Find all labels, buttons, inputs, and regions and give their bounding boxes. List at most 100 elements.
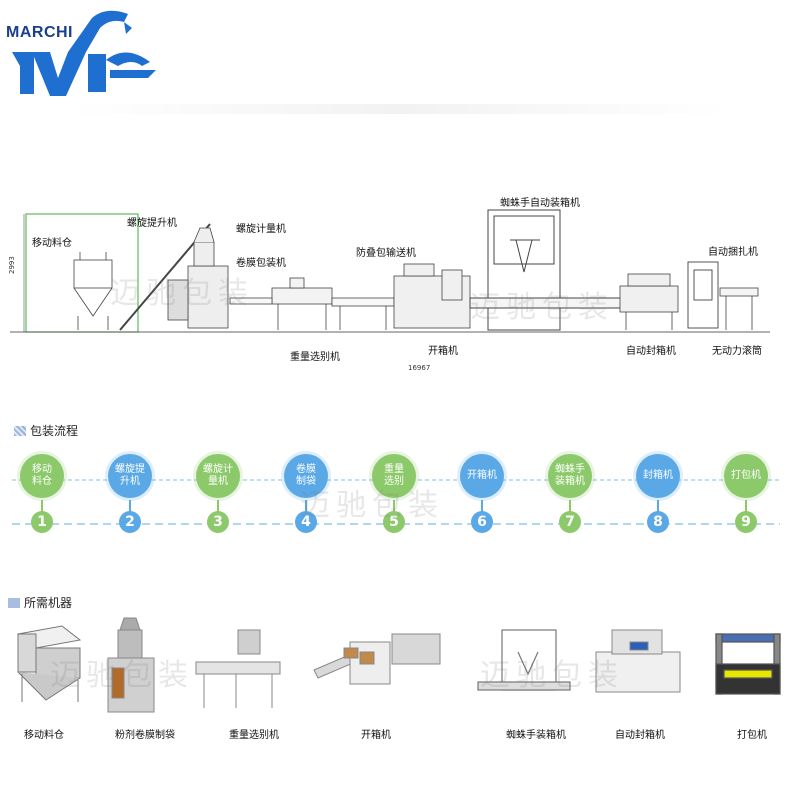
process-step-number-text: 1 (37, 514, 47, 530)
section-marker-icon (14, 425, 26, 436)
process-step-number-text: 4 (301, 514, 311, 530)
watermark: 迈驰包装 (110, 276, 254, 311)
process-step-stem (657, 500, 659, 512)
process-step-number-text: 3 (213, 514, 223, 530)
process-step-number: 4 (295, 511, 317, 533)
machine-photo-auto-sealer (595, 629, 681, 693)
label-spider-packer: 蜘蛛手自动装箱机 (500, 198, 580, 209)
machine-photo-film-packer (107, 617, 155, 713)
process-step-label-line: 蜘蛛手 (555, 464, 585, 475)
process-step-number: 2 (119, 511, 141, 533)
process-step-stem (393, 500, 395, 512)
process-step-number: 7 (559, 511, 581, 533)
label-anti-stack-conveyor: 防叠包输送机 (356, 248, 416, 259)
process-step-number: 9 (735, 511, 757, 533)
machine-label: 重量选别机 (229, 730, 279, 741)
watermark: 迈驰包装 (470, 290, 614, 325)
mobile-bin-drawing (73, 252, 113, 330)
banner-strip (70, 104, 730, 114)
process-step-stem (745, 500, 747, 512)
label-box-opener: 开箱机 (428, 346, 458, 357)
process-step-circle: 封箱机 (636, 454, 680, 498)
machine-photo-weight-sorter (195, 629, 281, 708)
process-step-stem (41, 500, 43, 512)
brand-name: MARCHI (6, 24, 73, 41)
process-step-label-line: 选别 (384, 476, 404, 487)
process-step-number-text: 6 (477, 514, 487, 530)
machine-photo-box-opener (313, 633, 441, 685)
length-dimension: 16967 (408, 364, 431, 372)
process-step-number-text: 7 (565, 514, 575, 530)
process-step-number: 8 (647, 511, 669, 533)
process-step-label-line: 螺旋提 (115, 464, 145, 475)
process-step-circle: 螺旋提升机 (108, 454, 152, 498)
weight-sorter-drawing (271, 277, 333, 330)
process-step-stem (305, 500, 307, 512)
machine-photos (16, 617, 781, 713)
machine-label: 移动料仓 (24, 730, 64, 741)
process-step-number: 6 (471, 511, 493, 533)
process-step-label: 封箱机 (639, 470, 677, 482)
label-screw-meter: 螺旋计量机 (236, 224, 286, 235)
process-step-label: 移动料仓 (23, 464, 61, 488)
label-screw-elevator: 螺旋提升机 (127, 218, 177, 229)
process-step-label: 蜘蛛手装箱机 (551, 464, 589, 488)
label-mobile-bin: 移动料仓 (32, 238, 72, 249)
label-weight-sorter: 重量选别机 (290, 352, 340, 363)
process-step-label-line: 重量 (384, 464, 404, 475)
label-auto-strapper: 自动捆扎机 (708, 247, 758, 258)
process-step-label-line: 打包机 (731, 470, 761, 481)
machine-photo-mobile-bin (16, 625, 82, 702)
box-opener-drawing (393, 263, 471, 329)
watermark: 迈驰包装 (50, 658, 194, 693)
process-step-label-line: 螺旋计 (203, 464, 233, 475)
process-step-number-text: 8 (653, 514, 663, 530)
auto-strapper-drawing (687, 261, 719, 329)
process-step-stem (129, 500, 131, 512)
process-step-label-line: 料仓 (32, 476, 52, 487)
line-layout-diagram (10, 209, 770, 333)
label-roller: 无动力滚筒 (712, 346, 762, 357)
roller-drawing (719, 287, 759, 330)
process-step-label: 螺旋计量机 (199, 464, 237, 488)
machines-section-title: 所需机器 (8, 594, 72, 611)
process-step-stem (217, 500, 219, 512)
machine-label: 自动封箱机 (615, 730, 665, 741)
process-step-label-line: 升机 (120, 476, 140, 487)
process-step-circle: 重量选别 (372, 454, 416, 498)
auto-sealer-drawing (619, 273, 679, 330)
watermark: 迈驰包装 (480, 658, 624, 693)
watermark: 迈驰包装 (300, 488, 444, 523)
film-packer-drawing (167, 227, 229, 329)
process-step-label: 打包机 (727, 470, 765, 482)
machine-labels: 移动料仓 粉剂卷膜制袋 重量选别机 开箱机 蜘蛛手装箱机 自动封箱机 打包机 (0, 726, 800, 742)
label-film-packer: 卷膜包装机 (236, 258, 286, 269)
process-step-label-line: 移动 (32, 464, 52, 475)
label-auto-sealer: 自动封箱机 (626, 346, 676, 357)
machine-photo-strapper (715, 633, 781, 695)
process-step-stem (569, 500, 571, 512)
spider-packer-drawing (469, 209, 623, 331)
process-step-label: 开箱机 (463, 470, 501, 482)
process-flow: 移动料仓 1 螺旋提升机 2 螺旋计量机 3 卷膜制袋 4 重量选别 5 开箱机 6 蜘蛛手装箱机 7 封箱… (0, 448, 800, 538)
process-step-circle: 打包机 (724, 454, 768, 498)
machine-label: 开箱机 (361, 730, 391, 741)
process-step-number-text: 2 (125, 514, 135, 530)
process-step-circle: 蜘蛛手装箱机 (548, 454, 592, 498)
machine-photo-spider-packer (477, 629, 571, 691)
process-step-label-line: 封箱机 (643, 470, 673, 481)
process-step-label-line: 量机 (208, 476, 228, 487)
process-step-circle: 螺旋计量机 (196, 454, 240, 498)
process-step-label-line: 开箱机 (467, 470, 497, 481)
process-step-number: 1 (31, 511, 53, 533)
process-step-number-text: 5 (389, 514, 399, 530)
height-dimension: 2993 (8, 256, 16, 274)
process-step-circle: 卷膜制袋 (284, 454, 328, 498)
process-step-circle: 开箱机 (460, 454, 504, 498)
machine-label: 打包机 (737, 730, 767, 741)
process-step-label: 卷膜制袋 (287, 464, 325, 488)
process-step-label-line: 制袋 (296, 476, 316, 487)
machine-label: 粉剂卷膜制袋 (115, 730, 175, 741)
process-step-label: 重量选别 (375, 464, 413, 488)
process-step-number: 3 (207, 511, 229, 533)
